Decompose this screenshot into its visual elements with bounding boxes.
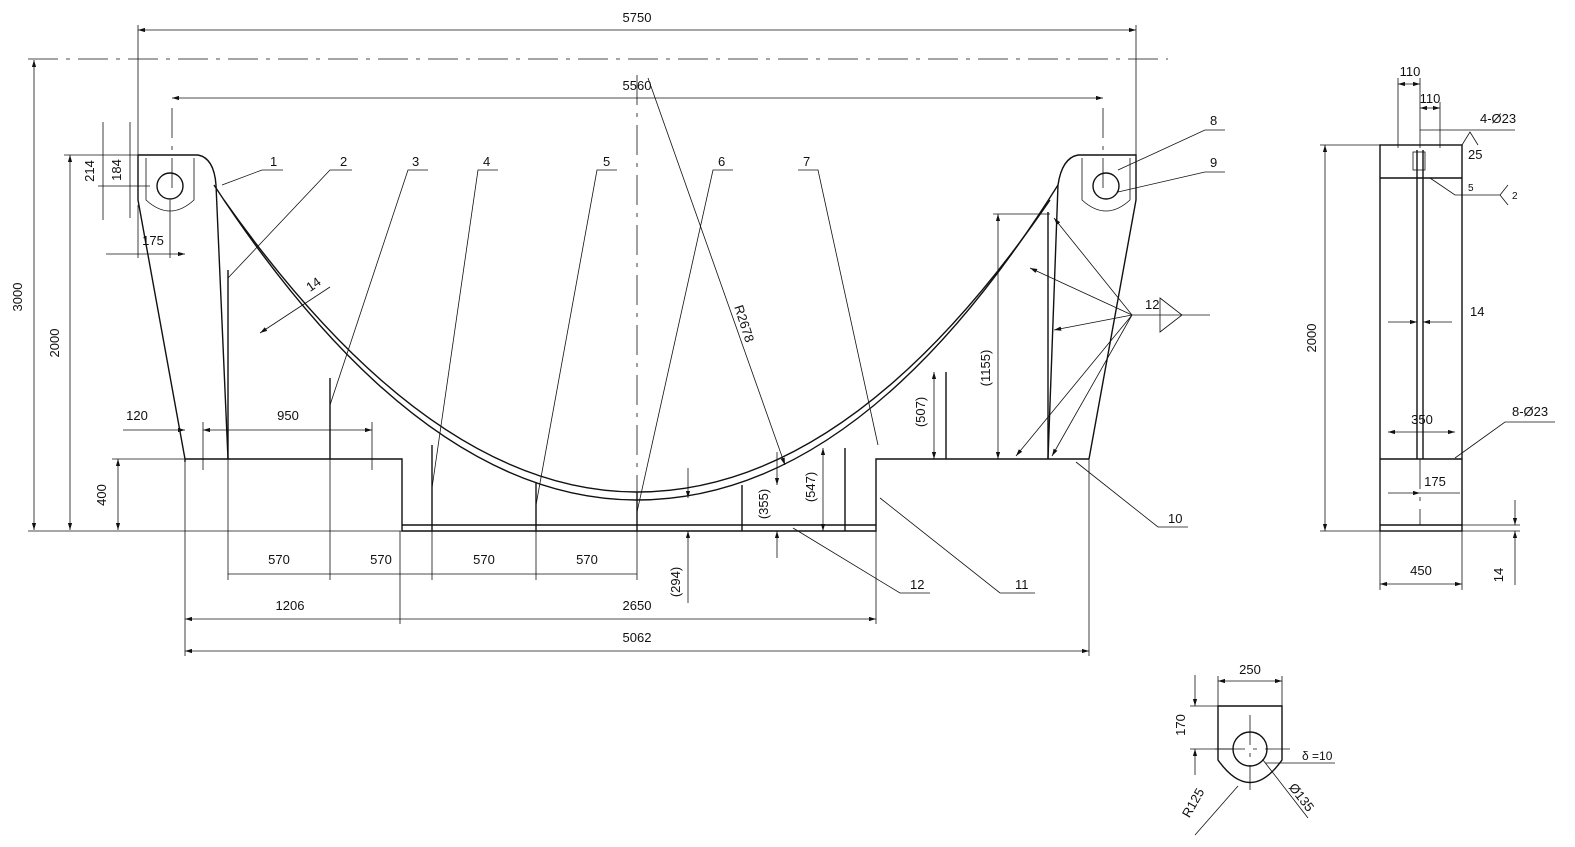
dim-355: (355) — [756, 489, 771, 519]
weld-tail — [1499, 184, 1509, 206]
lug-thickness: δ =10 — [1302, 749, 1333, 763]
part-7: 7 — [803, 154, 810, 169]
leader-radius — [1194, 785, 1239, 836]
side-holes-4: 4-Ø23 — [1480, 111, 1516, 126]
leader-7 — [798, 169, 879, 446]
weld-leader-side — [1429, 177, 1500, 196]
part-6: 6 — [718, 154, 725, 169]
left-frame-inner — [138, 154, 229, 460]
leader-4 — [431, 169, 498, 489]
leader-8-holes — [1454, 421, 1555, 459]
radius-leader — [647, 77, 786, 466]
lug-detail: 250 170 δ =10 Ø135 R125 — [1173, 662, 1335, 836]
side-dim-175: 175 — [1424, 474, 1446, 489]
dim-547: (547) — [803, 472, 818, 502]
dim-570-1: 570 — [268, 552, 290, 567]
weld-leader-b — [1029, 267, 1133, 316]
dim-5062: 5062 — [623, 630, 652, 645]
dim-400: 400 — [94, 484, 109, 506]
side-lug-block — [1412, 151, 1426, 171]
lug-radius: R125 — [1179, 786, 1208, 820]
dim-184: 184 — [109, 159, 124, 181]
weld-leader-c — [1053, 314, 1133, 331]
part-3: 3 — [412, 154, 419, 169]
leader-11 — [879, 497, 1035, 594]
left-pin-hole — [156, 172, 184, 200]
dim-294: (294) — [668, 567, 683, 597]
dim-570-3: 570 — [473, 552, 495, 567]
lug-outline — [1217, 705, 1283, 784]
dim-5750: 5750 — [623, 10, 652, 25]
arrow-25 — [1461, 131, 1479, 146]
dim-570-2: 570 — [370, 552, 392, 567]
part-12: 12 — [910, 577, 924, 592]
side-view: 110 110 4-Ø23 25 5 2 2000 14 350 8-Ø23 1… — [1304, 64, 1555, 590]
lug-dim-250: 250 — [1239, 662, 1261, 677]
part-1: 1 — [270, 154, 277, 169]
side-weld-2: 2 — [1512, 191, 1518, 202]
dim-2650: 2650 — [623, 598, 652, 613]
right-lug — [1081, 158, 1131, 212]
part-2: 2 — [340, 154, 347, 169]
leader-10 — [1075, 461, 1188, 528]
dim-14: 14 — [303, 274, 323, 295]
leader-dia — [1262, 759, 1309, 819]
front-view: 5750 5560 3000 2000 214 184 175 14 R2678… — [10, 10, 1225, 656]
side-dim-14: 14 — [1470, 304, 1484, 319]
base-outline — [185, 458, 1089, 532]
side-dim-450: 450 — [1410, 563, 1432, 578]
side-dim-350: 350 — [1411, 412, 1433, 427]
leader-1 — [221, 169, 283, 186]
part-4: 4 — [483, 154, 490, 169]
leader-5 — [535, 169, 617, 506]
part-8: 8 — [1210, 113, 1217, 128]
dim-3000: 3000 — [10, 283, 25, 312]
right-frame-outer — [1078, 154, 1137, 460]
right-pin-hole — [1092, 172, 1120, 200]
weld-leader-a — [1053, 217, 1133, 316]
side-dim-b14: 14 — [1491, 568, 1506, 582]
side-dim-110b: 110 — [1420, 91, 1441, 106]
weld-symbol — [1159, 297, 1183, 333]
dim-5560: 5560 — [623, 78, 652, 93]
weld-leader-d — [1015, 314, 1133, 457]
lug-dim-170: 170 — [1173, 714, 1188, 736]
part-11: 11 — [1015, 577, 1029, 592]
leader-3 — [329, 169, 428, 406]
dim-1155: (1155) — [978, 350, 993, 387]
lug-diameter: Ø135 — [1286, 780, 1317, 814]
side-outline — [1379, 144, 1463, 532]
dim-570-4: 570 — [576, 552, 598, 567]
leader-6 — [636, 169, 733, 513]
dim-175: 175 — [142, 233, 164, 248]
side-holes-8: 8-Ø23 — [1512, 404, 1548, 419]
dim-507: (507) — [913, 397, 928, 427]
part-10: 10 — [1168, 511, 1182, 526]
right-frame-inner — [1047, 154, 1079, 460]
part-9: 9 — [1210, 155, 1217, 170]
side-dim-110a: 110 — [1400, 64, 1421, 79]
dim-1206: 1206 — [276, 598, 305, 613]
leader-12 — [792, 527, 930, 594]
leader-8 — [1117, 129, 1225, 171]
left-frame-outer — [137, 155, 186, 460]
part-5: 5 — [603, 154, 610, 169]
dim-950: 950 — [277, 408, 299, 423]
dim-14-line — [259, 286, 331, 334]
part-12-weld: 12 — [1145, 297, 1159, 312]
dim-2000: 2000 — [47, 329, 62, 358]
side-dim-25: 25 — [1468, 147, 1482, 162]
side-dim-2000: 2000 — [1304, 324, 1319, 353]
leader-2 — [227, 169, 352, 279]
dim-120: 120 — [126, 408, 148, 423]
leader-9 — [1117, 171, 1225, 193]
side-weld-5: 5 — [1468, 183, 1474, 194]
dim-214: 214 — [82, 160, 97, 182]
weld-leader-e — [1051, 314, 1133, 457]
